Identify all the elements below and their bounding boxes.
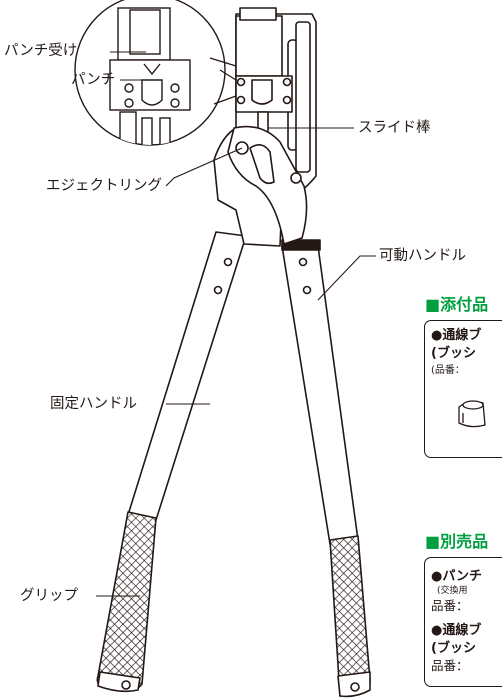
movable-handle-hole-2: [302, 285, 312, 295]
zoom-connector-bottom: [213, 95, 237, 105]
fixed-handle-hole-1: [223, 257, 233, 267]
sold-item2-sub: (ブッシ: [431, 641, 476, 656]
zoom-connector-fill: [219, 69, 237, 81]
sold-item2-code: 品番：: [431, 658, 469, 673]
accessories-title: ■添付品: [425, 295, 489, 314]
accessories-item-name: ●通線ブ: [431, 328, 482, 343]
sold-item1-note: (交換用: [437, 586, 468, 596]
fixed-handle-hole-2: [213, 285, 223, 295]
label-slide-rod: スライド棒: [358, 120, 431, 136]
zoom-lower-1: [119, 111, 137, 145]
zoom-punch-tip: [143, 63, 161, 76]
bushing-icon: [458, 400, 486, 428]
lever-head: [227, 125, 308, 245]
screw-2: [236, 95, 246, 105]
head-cap: [239, 7, 277, 21]
sold-item2-name: ●通線ブ: [431, 623, 482, 638]
zoom-punch: [141, 79, 163, 106]
label-grip: グリップ: [20, 588, 78, 604]
fixed-grip: [96, 511, 157, 692]
head-block: [235, 15, 283, 77]
screw-3: [282, 77, 292, 87]
zoom-screw-3: [170, 83, 180, 93]
screw-4: [282, 95, 292, 105]
accessories-item-sub: (ブッシ: [431, 346, 476, 361]
lever-slot: [249, 144, 275, 185]
label-eject-ring: エジェクトリング: [46, 178, 162, 194]
movable-grip-hole: [350, 682, 360, 692]
label-punch: パンチ: [71, 72, 116, 88]
label-movable-handle: 可動ハンドル: [379, 248, 466, 264]
sold-item1-code: 品番：: [431, 598, 469, 613]
fixed-grip-hole: [121, 680, 131, 690]
movable-handle-hole-1: [298, 257, 308, 267]
fixed-handle-shape: [127, 231, 247, 521]
screw-1: [236, 77, 246, 87]
label-fixed-handle: 固定ハンドル: [50, 396, 137, 412]
accessories-box: ●通線ブ (ブッシ (品番：: [424, 320, 502, 458]
frame-inner: [295, 21, 311, 173]
zoom-lower-2: [141, 117, 153, 145]
zoom-screw-4: [170, 98, 180, 108]
zoom-connector-top: [209, 57, 237, 67]
label-punch-holder: パンチ受け: [4, 43, 78, 59]
sold-separately-title: ■別売品: [425, 532, 489, 551]
zoom-lower-3: [159, 117, 171, 145]
leader-movable-handle: [317, 255, 376, 301]
zoom-screw-2: [124, 98, 134, 108]
movable-handle-shape: [281, 245, 359, 545]
sold-separately-box: ●パンチ (交換用 品番： ●通線ブ (ブッシ 品番：: [424, 557, 502, 687]
zoom-holder-inner: [129, 9, 161, 55]
movable-handle-collar: [281, 239, 321, 251]
lever-pin: [290, 172, 302, 184]
zoom-screw-1: [124, 83, 134, 93]
sold-item1-name: ●パンチ: [431, 569, 482, 584]
leader-eject-ring: [165, 147, 243, 187]
punch-shape: [251, 79, 273, 105]
accessories-item-code: (品番：: [431, 365, 465, 376]
